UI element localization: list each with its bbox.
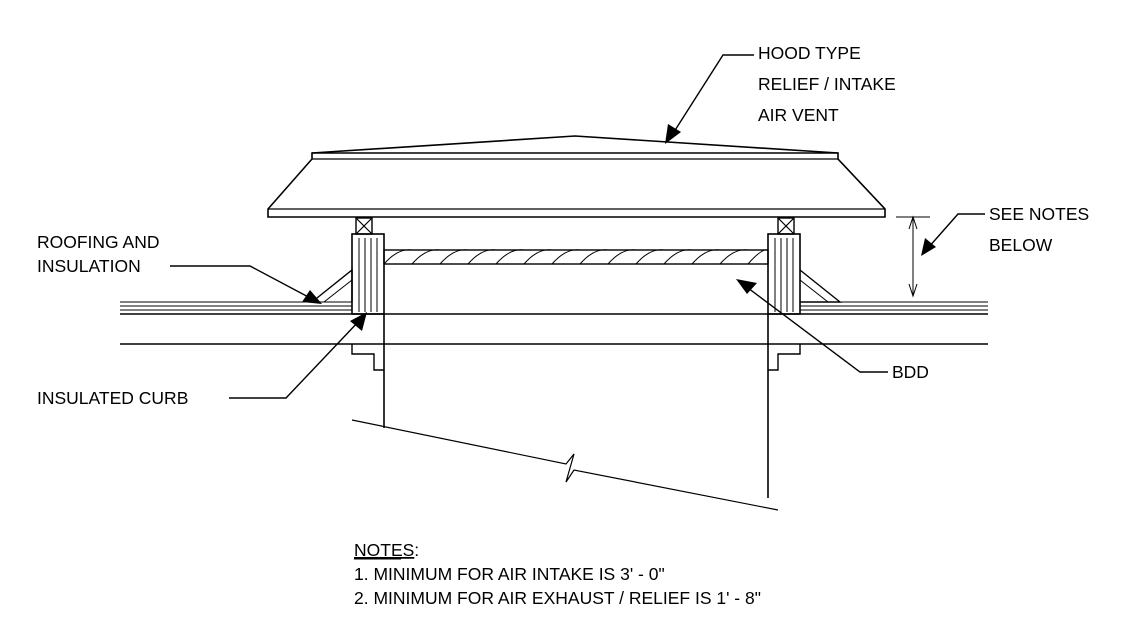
bdd-label: BDD — [892, 362, 929, 382]
hood-label-line-3: AIR VENT — [758, 105, 839, 125]
see-notes-leader — [921, 213, 985, 256]
left-nailer — [355, 217, 373, 235]
roofing-label: ROOFING AND INSULATION — [37, 232, 164, 276]
duct — [351, 314, 779, 511]
hood-label-line-2: RELIEF / INTAKE — [758, 74, 896, 94]
insulated-curb-label: INSULATED CURB — [37, 388, 188, 408]
see-notes-label: SEE NOTES BELOW — [989, 204, 1094, 255]
hood-ridge — [311, 135, 839, 154]
hood-label-line-1: HOOD TYPE — [758, 43, 861, 63]
note-item-1: 1. MINIMUM FOR AIR INTAKE IS 3' - 0" — [354, 564, 665, 584]
roofing-layers — [120, 301, 988, 345]
roofing-line-1: ROOFING AND — [37, 232, 160, 252]
roofing-line-2: INSULATION — [37, 256, 141, 276]
hood-leader — [665, 54, 754, 144]
hood-label: HOOD TYPE RELIEF / INTAKE AIR VENT — [758, 43, 901, 125]
right-deck-angle — [768, 344, 801, 371]
notes-block: NOTES: 1. MINIMUM FOR AIR INTAKE IS 3' -… — [354, 540, 761, 608]
hood-body — [267, 152, 886, 218]
note-item-2: 2. MINIMUM FOR AIR EXHAUST / RELIEF IS 1… — [354, 588, 761, 608]
roofing-leader — [170, 265, 322, 304]
duct-break-line — [351, 419, 779, 511]
hood-vent — [267, 135, 886, 218]
bdd-damper — [383, 249, 769, 265]
right-nailer — [777, 217, 795, 235]
notes-heading-colon: : — [414, 540, 419, 560]
bdd-leader — [736, 279, 888, 373]
left-deck-angle — [351, 344, 384, 371]
see-notes-line-2: BELOW — [989, 235, 1053, 255]
notes-heading: NOTES: — [354, 540, 419, 560]
dimension-marker — [896, 215, 930, 298]
notes-heading-word: NOTES — [354, 540, 414, 560]
see-notes-line-1: SEE NOTES — [989, 204, 1089, 224]
curb-leader — [229, 312, 367, 399]
